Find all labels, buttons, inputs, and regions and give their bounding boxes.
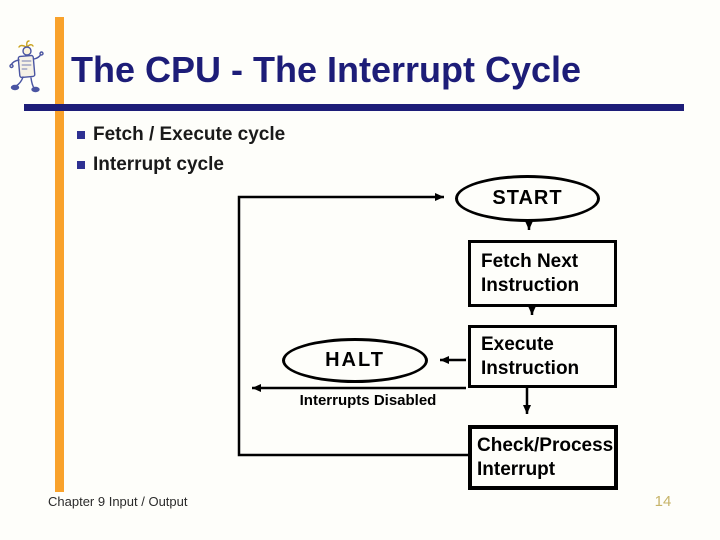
fetch-node-line1: Fetch Next bbox=[481, 250, 579, 272]
start-node: START bbox=[455, 175, 600, 222]
check-node-line1: Check/Process bbox=[477, 434, 614, 456]
execute-node-line1: Execute bbox=[481, 333, 554, 355]
bullet-text: Fetch / Execute cycle bbox=[93, 124, 286, 145]
square-bullet-icon bbox=[77, 131, 85, 139]
bullet-item-fetch-execute-cycle: Fetch / Execute cycle bbox=[77, 120, 285, 150]
execute-node-line2: Instruction bbox=[481, 357, 580, 379]
halt-node-label: HALT bbox=[325, 349, 385, 371]
title-divider bbox=[24, 104, 684, 111]
bullet-text: Interrupt cycle bbox=[93, 154, 224, 175]
walking-figure-icon bbox=[9, 40, 44, 93]
check-process-interrupt-node: Check/Process Interrupt bbox=[468, 425, 618, 490]
square-bullet-icon bbox=[77, 161, 85, 169]
footer-chapter-label: Chapter 9 Input / Output bbox=[48, 494, 188, 509]
bullet-item-interrupt-cycle: Interrupt cycle bbox=[77, 150, 224, 180]
halt-node: HALT bbox=[282, 338, 428, 383]
loop-back-connector bbox=[237, 193, 468, 457]
fetch-node-line2: Instruction bbox=[481, 274, 580, 296]
check-node-line2: Interrupt bbox=[477, 458, 556, 480]
interrupts-disabled-label: Interrupts Disabled bbox=[299, 392, 437, 409]
accent-bar bbox=[55, 17, 64, 492]
walking-figure-strokes bbox=[9, 40, 44, 93]
fetch-next-instruction-node: Fetch Next Instruction bbox=[468, 240, 617, 307]
start-node-label: START bbox=[492, 187, 563, 209]
execute-instruction-node: Execute Instruction bbox=[468, 325, 617, 388]
slide-title: The CPU - The Interrupt Cycle bbox=[71, 49, 582, 90]
page-number: 14 bbox=[654, 493, 672, 510]
